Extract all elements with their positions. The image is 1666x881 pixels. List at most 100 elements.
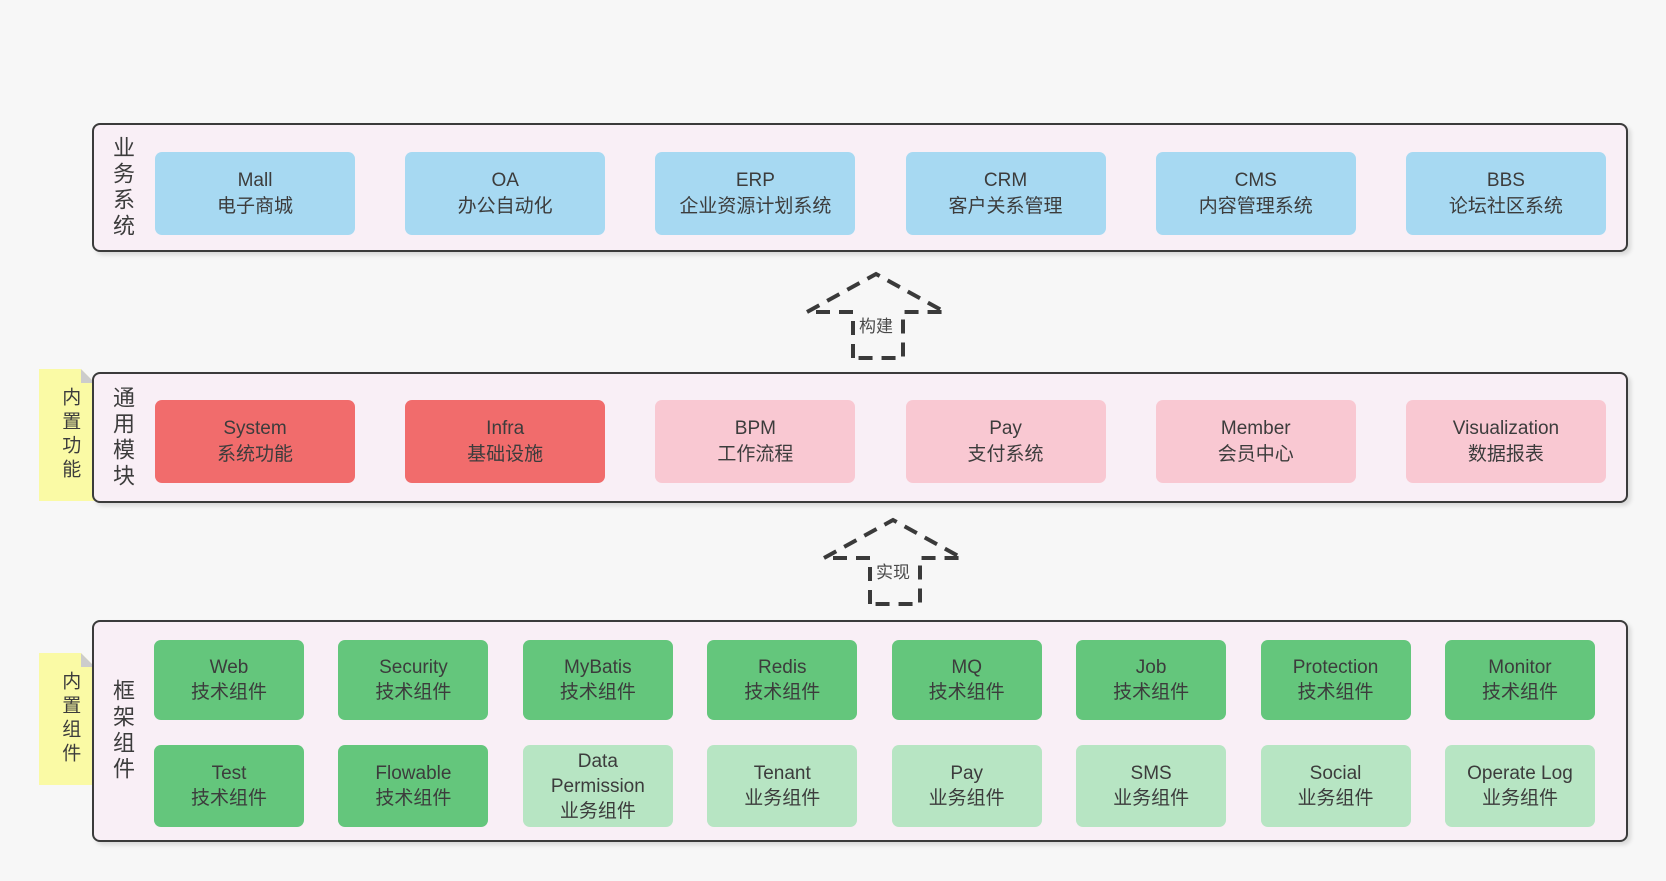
box-system: System 系统功能: [155, 400, 355, 483]
box-subtitle: 技术组件: [928, 682, 1005, 703]
box-monitor: Monitor 技术组件: [1444, 640, 1595, 720]
sticky-note-builtin-features: 内置功能: [39, 369, 95, 501]
box-subtitle: 业务组件: [559, 800, 636, 822]
box-subtitle: 业务组件: [1113, 788, 1190, 809]
box-title: System: [223, 417, 287, 439]
box-title: ERP: [735, 169, 775, 191]
box-job: Job 技术组件: [1076, 640, 1227, 720]
band-label-business-systems: 业务系统: [110, 135, 135, 240]
box-title: MQ: [951, 657, 982, 678]
box-pay: Pay 支付系统: [905, 400, 1106, 483]
sticky-note-label: 内置组件: [59, 671, 81, 767]
box-title: Web: [209, 657, 249, 678]
box-title: Redis: [757, 657, 807, 678]
box-title: BPM: [734, 417, 776, 439]
box-title: Infra: [486, 417, 525, 439]
box-title: Security: [379, 657, 448, 678]
box-subtitle: 基础设施: [467, 443, 544, 465]
box-title: Member: [1220, 417, 1291, 439]
box-title: BBS: [1486, 169, 1525, 191]
box-subtitle: 业务组件: [1297, 788, 1374, 809]
box-title: MyBatis: [564, 657, 632, 678]
box-erp: ERP 企业资源计划系统: [655, 152, 856, 235]
box-protection: Protection 技术组件: [1260, 640, 1411, 720]
box-operate-log: Operate Log 业务组件: [1444, 745, 1595, 827]
box-subtitle: 技术组件: [1481, 682, 1558, 703]
box-subtitle: 办公自动化: [457, 195, 553, 217]
box-subtitle: 数据报表: [1467, 443, 1544, 465]
box-title: SMS: [1130, 763, 1172, 784]
box-cms: CMS 内容管理系统: [1155, 152, 1356, 235]
box-web: Web 技术组件: [154, 640, 304, 720]
box-social: Social 业务组件: [1260, 745, 1411, 827]
dashed-up-arrow-icon: [823, 517, 963, 606]
box-subtitle: 技术组件: [744, 682, 821, 703]
box-subtitle: 电子商城: [216, 195, 293, 217]
box-subtitle: 支付系统: [967, 443, 1044, 465]
box-pay: Pay 业务组件: [891, 745, 1042, 827]
box-subtitle: 技术组件: [1297, 682, 1374, 703]
box-subtitle: 业务组件: [1481, 788, 1558, 809]
arrow-build: 构建: [804, 271, 948, 361]
box-subtitle: 技术组件: [190, 788, 267, 809]
box-title: Monitor: [1488, 657, 1552, 678]
arrow-label-build: 构建: [856, 311, 896, 338]
box-subtitle: 技术组件: [375, 682, 452, 703]
box-title: Job: [1135, 657, 1167, 678]
band-common-modules: 通用模块 System 系统功能 Infra 基础设施 BPM 工作流程 Pay 支付系统 Me…: [92, 372, 1628, 503]
sticky-note-label: 内置功能: [59, 387, 81, 483]
box-subtitle: 内容管理系统: [1198, 195, 1313, 217]
box-infra: Infra 基础设施: [405, 400, 606, 483]
band-label-common-modules: 通用模块: [110, 385, 135, 490]
box-sms: SMS 业务组件: [1076, 745, 1227, 827]
box-subtitle: 工作流程: [717, 443, 794, 465]
dashed-up-arrow-icon: [806, 271, 946, 360]
common-modules-row: System 系统功能 Infra 基础设施 BPM 工作流程 Pay 支付系统 Member 会…: [155, 400, 1606, 483]
box-data-permission: Data Permission 业务组件: [522, 745, 673, 827]
box-title: Protection: [1292, 657, 1379, 678]
box-subtitle: 论坛社区系统: [1448, 195, 1563, 217]
box-subtitle: 会员中心: [1217, 443, 1294, 465]
arrow-implement: 实现: [821, 517, 965, 607]
box-subtitle: 技术组件: [190, 682, 267, 703]
box-subtitle: 业务组件: [744, 788, 821, 809]
box-visualization: Visualization 数据报表: [1405, 400, 1606, 483]
box-title: Pay: [950, 763, 984, 784]
box-mq: MQ 技术组件: [891, 640, 1042, 720]
box-subtitle: 企业资源计划系统: [679, 195, 832, 217]
box-subtitle: 业务组件: [928, 788, 1005, 809]
box-flowable: Flowable 技术组件: [338, 745, 489, 827]
box-security: Security 技术组件: [338, 640, 489, 720]
box-subtitle: 系统功能: [216, 443, 293, 465]
box-title: Mall: [237, 169, 273, 191]
box-crm: CRM 客户关系管理: [905, 152, 1106, 235]
box-title: Social: [1309, 763, 1362, 784]
box-bpm: BPM 工作流程: [655, 400, 856, 483]
box-member: Member 会员中心: [1155, 400, 1356, 483]
box-redis: Redis 技术组件: [707, 640, 858, 720]
box-title: Flowable: [375, 763, 452, 784]
box-subtitle: 技术组件: [559, 682, 636, 703]
box-subtitle: 技术组件: [375, 788, 452, 809]
box-test: Test 技术组件: [154, 745, 304, 827]
box-title: Data Permission: [550, 750, 645, 797]
box-title: Visualization: [1452, 417, 1560, 439]
box-mybatis: MyBatis 技术组件: [522, 640, 673, 720]
box-title: Pay: [989, 417, 1022, 439]
box-title: CMS: [1234, 169, 1277, 191]
box-subtitle: 客户关系管理: [948, 195, 1063, 217]
arrow-label-implement: 实现: [873, 557, 913, 584]
box-title: Test: [211, 763, 247, 784]
band-label-framework-components: 框架组件: [110, 679, 135, 783]
box-subtitle: 技术组件: [1113, 682, 1190, 703]
box-title: CRM: [983, 169, 1028, 191]
box-title: Operate Log: [1467, 763, 1573, 784]
